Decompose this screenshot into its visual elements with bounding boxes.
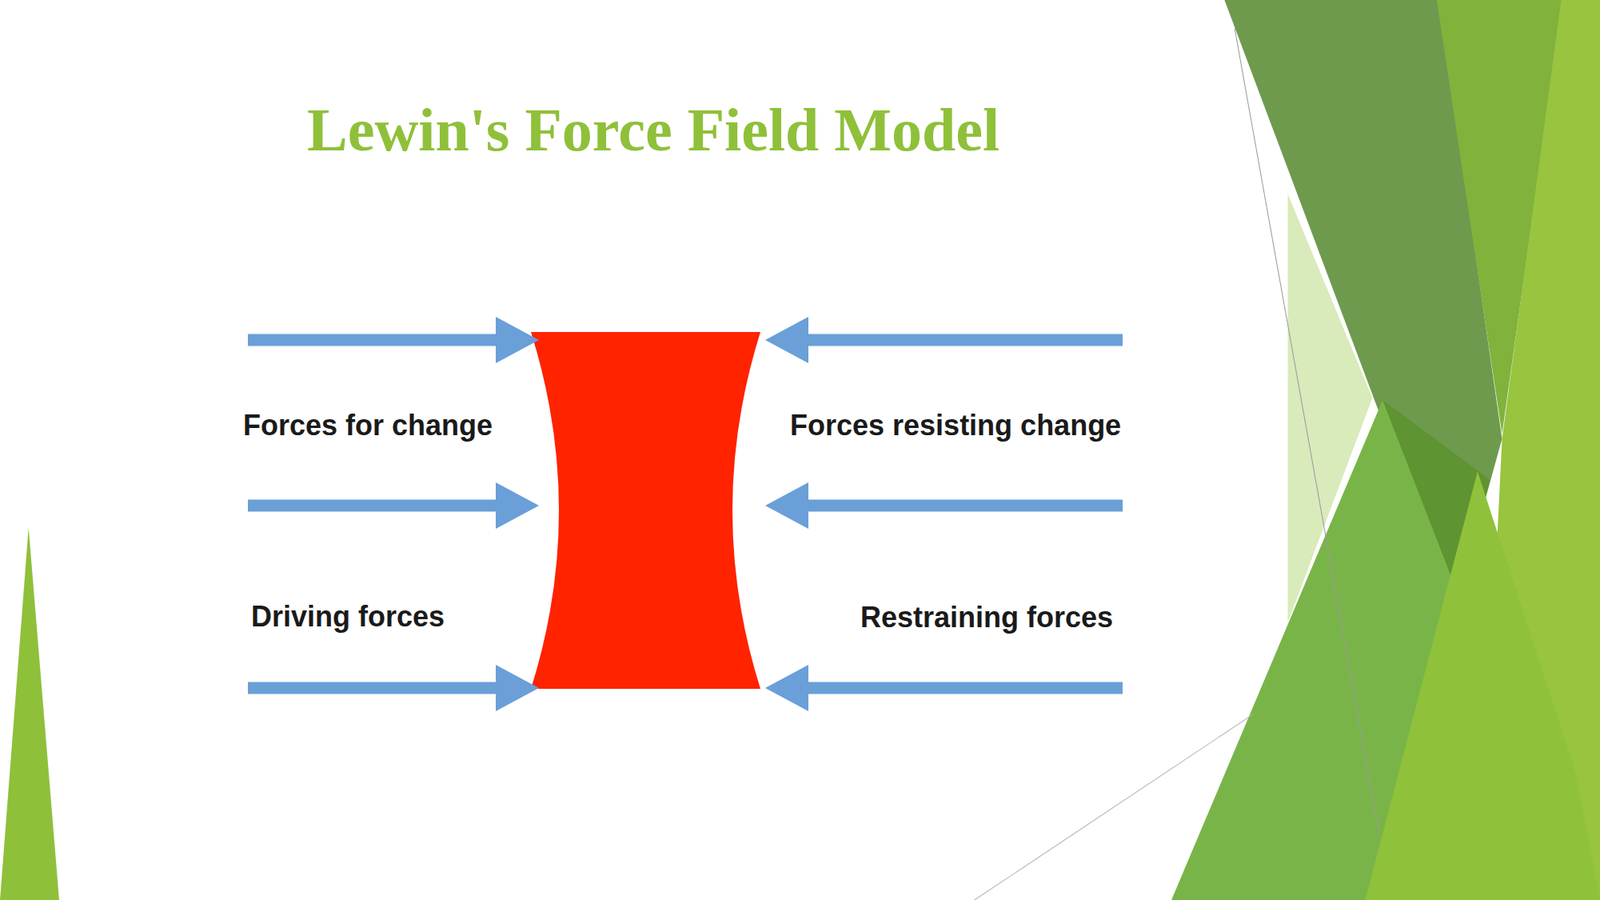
driving-arrow-shaft xyxy=(247,682,501,695)
force-label: Restraining forces xyxy=(860,599,1114,635)
force-label: Forces resisting change xyxy=(790,407,1122,443)
decor-line xyxy=(974,714,1253,900)
decor-line xyxy=(1234,28,1380,837)
restraining-arrow-head xyxy=(765,482,809,529)
slide-title: Lewin's Force Field Model xyxy=(307,96,1000,164)
restraining-arrow-shaft xyxy=(805,499,1123,512)
change-barrier xyxy=(530,331,761,689)
force-label: Driving forces xyxy=(251,598,445,634)
restraining-arrow-shaft xyxy=(805,334,1123,347)
restraining-arrow-head xyxy=(765,316,809,364)
decor-triangle xyxy=(0,526,60,900)
decor-triangle xyxy=(1364,470,1600,900)
driving-arrow-head xyxy=(495,664,539,711)
driving-arrow-head xyxy=(495,316,539,364)
force-label: Forces for change xyxy=(243,407,493,443)
driving-arrow-shaft xyxy=(247,499,501,512)
driving-arrow-head xyxy=(495,482,539,529)
restraining-arrow-head xyxy=(765,664,809,711)
restraining-arrow-shaft xyxy=(805,682,1123,695)
driving-arrow-shaft xyxy=(247,334,501,347)
